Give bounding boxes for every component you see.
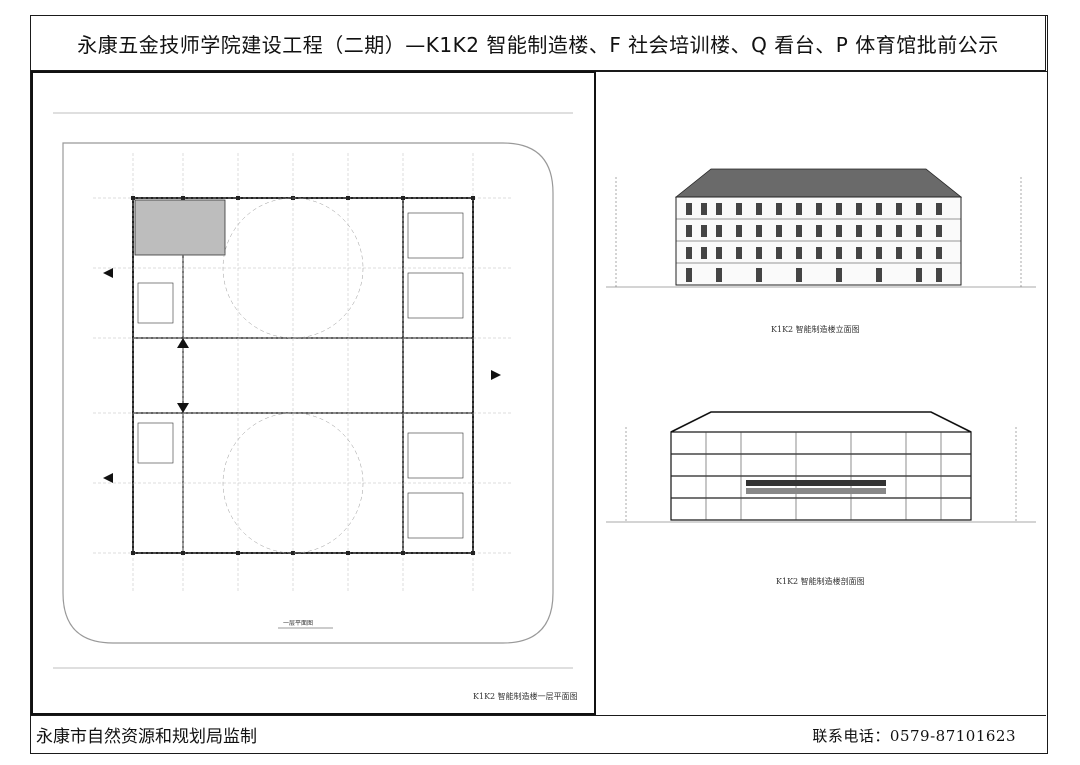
notice-title-text: 永康五金技师学院建设工程（二期）—K1K2 智能制造楼、F 社会培训楼、Q 看台… (77, 32, 999, 57)
floor-plan-drawing: 一层平面图 (53, 112, 573, 669)
contact-info: 联系电话：0579-87101623 (812, 725, 1016, 746)
floor-plan-panel: 一层平面图 K1K2 智能制造楼一层平面图 (31, 71, 596, 715)
section-caption: K1K2 智能制造楼剖面图 (776, 577, 865, 586)
elevation-drawing (606, 168, 1036, 288)
drawings-panel: K1K2 智能制造楼立面图 K1K2 智能制造楼剖面图 (596, 71, 1047, 715)
contact-label: 联系电话： (812, 727, 890, 745)
plan-sublabel: 一层平面图 (283, 620, 313, 627)
plan-caption: K1K2 智能制造楼一层平面图 (473, 692, 578, 701)
elevation-caption: K1K2 智能制造楼立面图 (771, 325, 860, 334)
notice-title: 永康五金技师学院建设工程（二期）—K1K2 智能制造楼、F 社会培训楼、Q 看台… (30, 15, 1046, 71)
footer: 永康市自然资源和规划局监制 联系电话：0579-87101623 (30, 715, 1046, 752)
authority-label: 永康市自然资源和规划局监制 (36, 727, 257, 747)
contact-phone: 0579-87101623 (889, 727, 1016, 745)
section-drawing (606, 411, 1036, 523)
